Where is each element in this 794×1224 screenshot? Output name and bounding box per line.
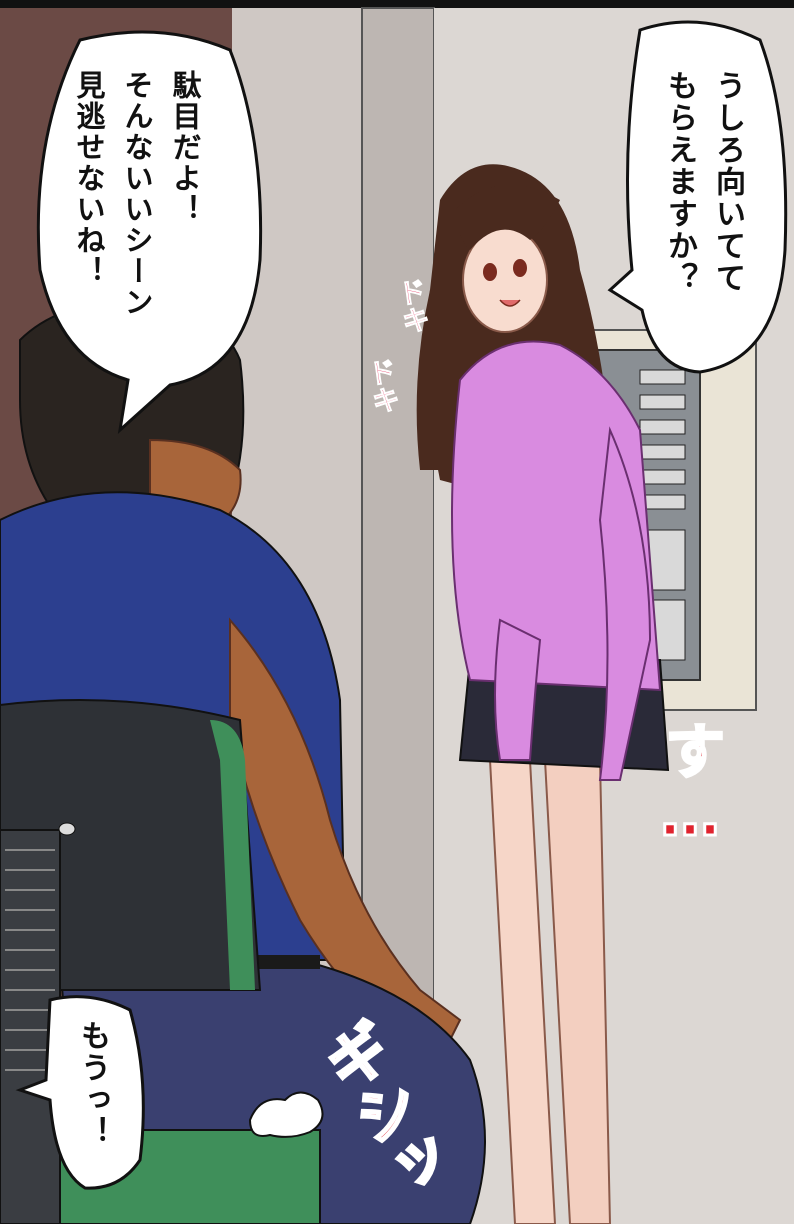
puff-effect xyxy=(248,1091,324,1138)
man-speech-bubble xyxy=(36,30,263,434)
sfx-heartbeat-1: ドキ xyxy=(392,275,433,336)
girl-dialogue: うしろ向いてて もらえますか？ xyxy=(662,70,745,294)
sfx-heartbeat-2: ドキ xyxy=(362,355,403,416)
man-dialogue: 駄目だよ！ そんないいシーン 見逃せないね！ xyxy=(72,70,202,318)
sfx-slide: す… xyxy=(654,719,727,852)
man-reaction-dialogue: もうっ！ xyxy=(75,1020,110,1148)
panel-top-border xyxy=(0,0,794,8)
reaction-speech-bubble xyxy=(15,995,145,1190)
girl-figure xyxy=(416,164,670,1224)
girl-speech-bubble xyxy=(607,20,788,374)
